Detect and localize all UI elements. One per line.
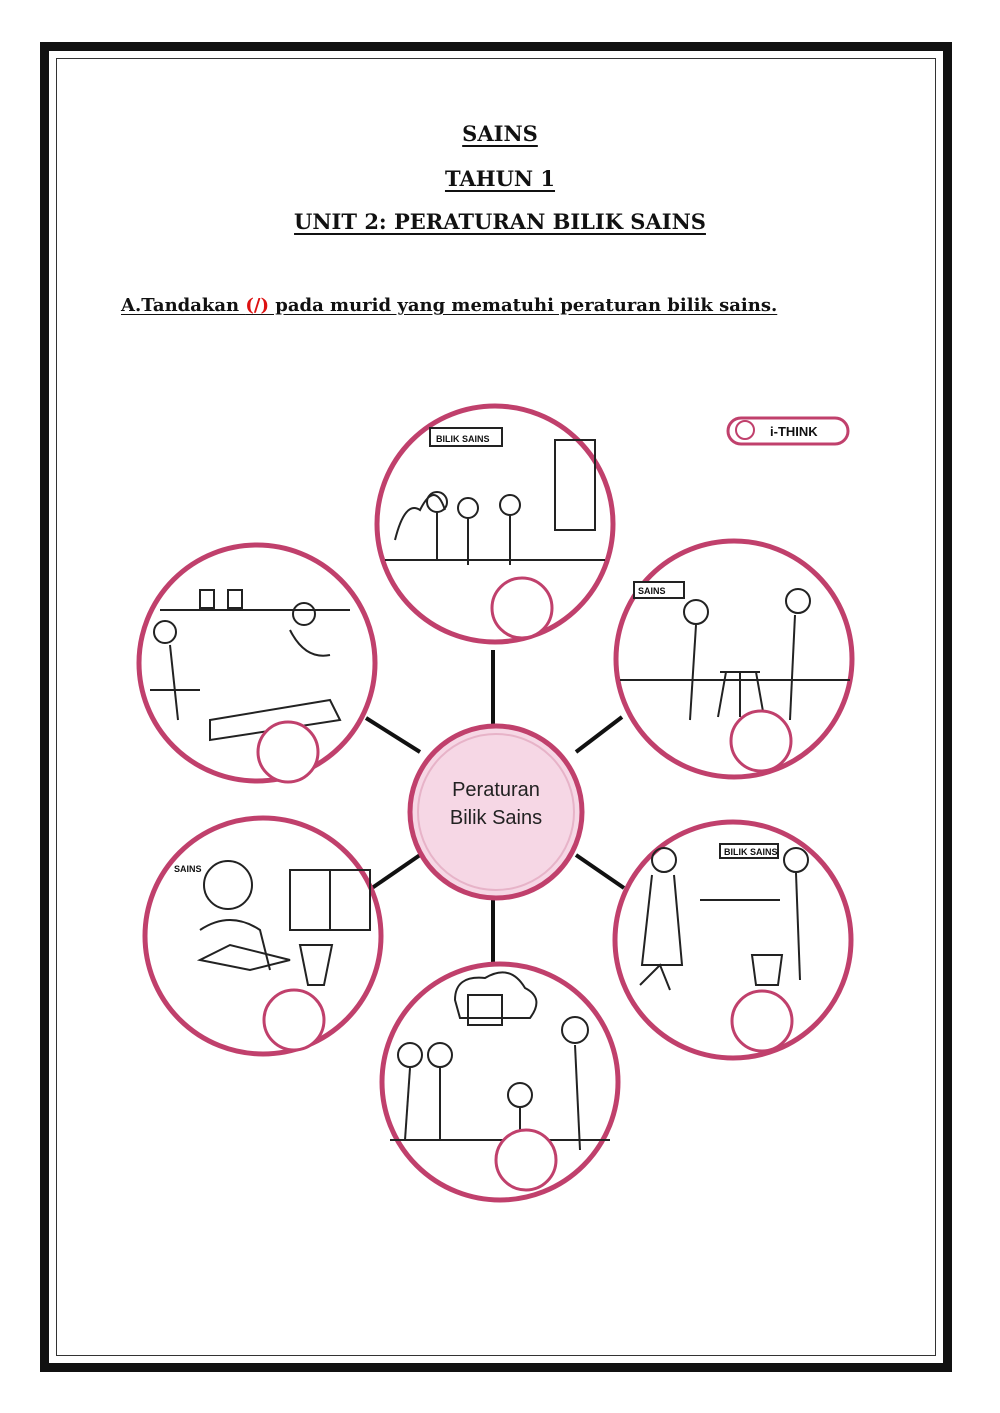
answer-circle-top[interactable] — [490, 576, 554, 640]
tick-mark-symbol: (/) — [245, 295, 270, 316]
unit-title: UNIT 2: PERATURAN BILIK SAINS — [294, 209, 706, 234]
subject-title: SAINS — [462, 121, 538, 146]
answer-circle-lower-right[interactable] — [730, 989, 794, 1053]
scene-upper-right: SAINS — [613, 538, 855, 780]
year-title: TAHUN 1 — [444, 166, 556, 191]
connector-lines — [364, 650, 626, 970]
center-label-line2: Bilik Sains — [450, 807, 542, 829]
sign-sains-upper-right: SAINS — [638, 586, 666, 596]
instruction-text: A.Tandakan (/) pada murid yang mematuhi … — [121, 295, 778, 316]
sign-bilik-sains-top: BILIK SAINS — [436, 434, 490, 444]
student-eating-icon — [196, 860, 371, 986]
answer-circle-upper-left[interactable] — [256, 720, 320, 784]
students-playing-icon — [620, 581, 850, 721]
ithink-logo: i-THINK — [726, 416, 850, 446]
page-border-inner — [56, 58, 936, 1356]
sign-bilik-sains-lower-right: BILIK SAINS — [724, 847, 778, 857]
scene-bottom — [379, 961, 621, 1203]
center-bubble: Peraturan Bilik Sains — [407, 723, 585, 901]
students-listening-teacher-icon — [390, 971, 610, 1151]
students-queue-icon — [385, 427, 605, 565]
students-cleaning-lab-icon — [150, 589, 350, 742]
page-border-outer — [40, 42, 952, 1372]
ithink-label: i-THINK — [770, 424, 818, 439]
scene-top: BILIK SAINS — [374, 403, 616, 645]
answer-circle-lower-left[interactable] — [262, 988, 326, 1052]
answer-circle-bottom[interactable] — [494, 1128, 558, 1192]
sign-sains-lower-left: SAINS — [174, 864, 202, 874]
answer-circle-upper-right[interactable] — [729, 709, 793, 773]
scene-lower-right: BILIK SAINS — [612, 819, 854, 1061]
students-sweeping-icon — [639, 843, 809, 991]
center-label-line1: Peraturan — [452, 779, 540, 801]
scene-lower-left: SAINS — [142, 815, 384, 1057]
scene-upper-left — [136, 542, 378, 784]
